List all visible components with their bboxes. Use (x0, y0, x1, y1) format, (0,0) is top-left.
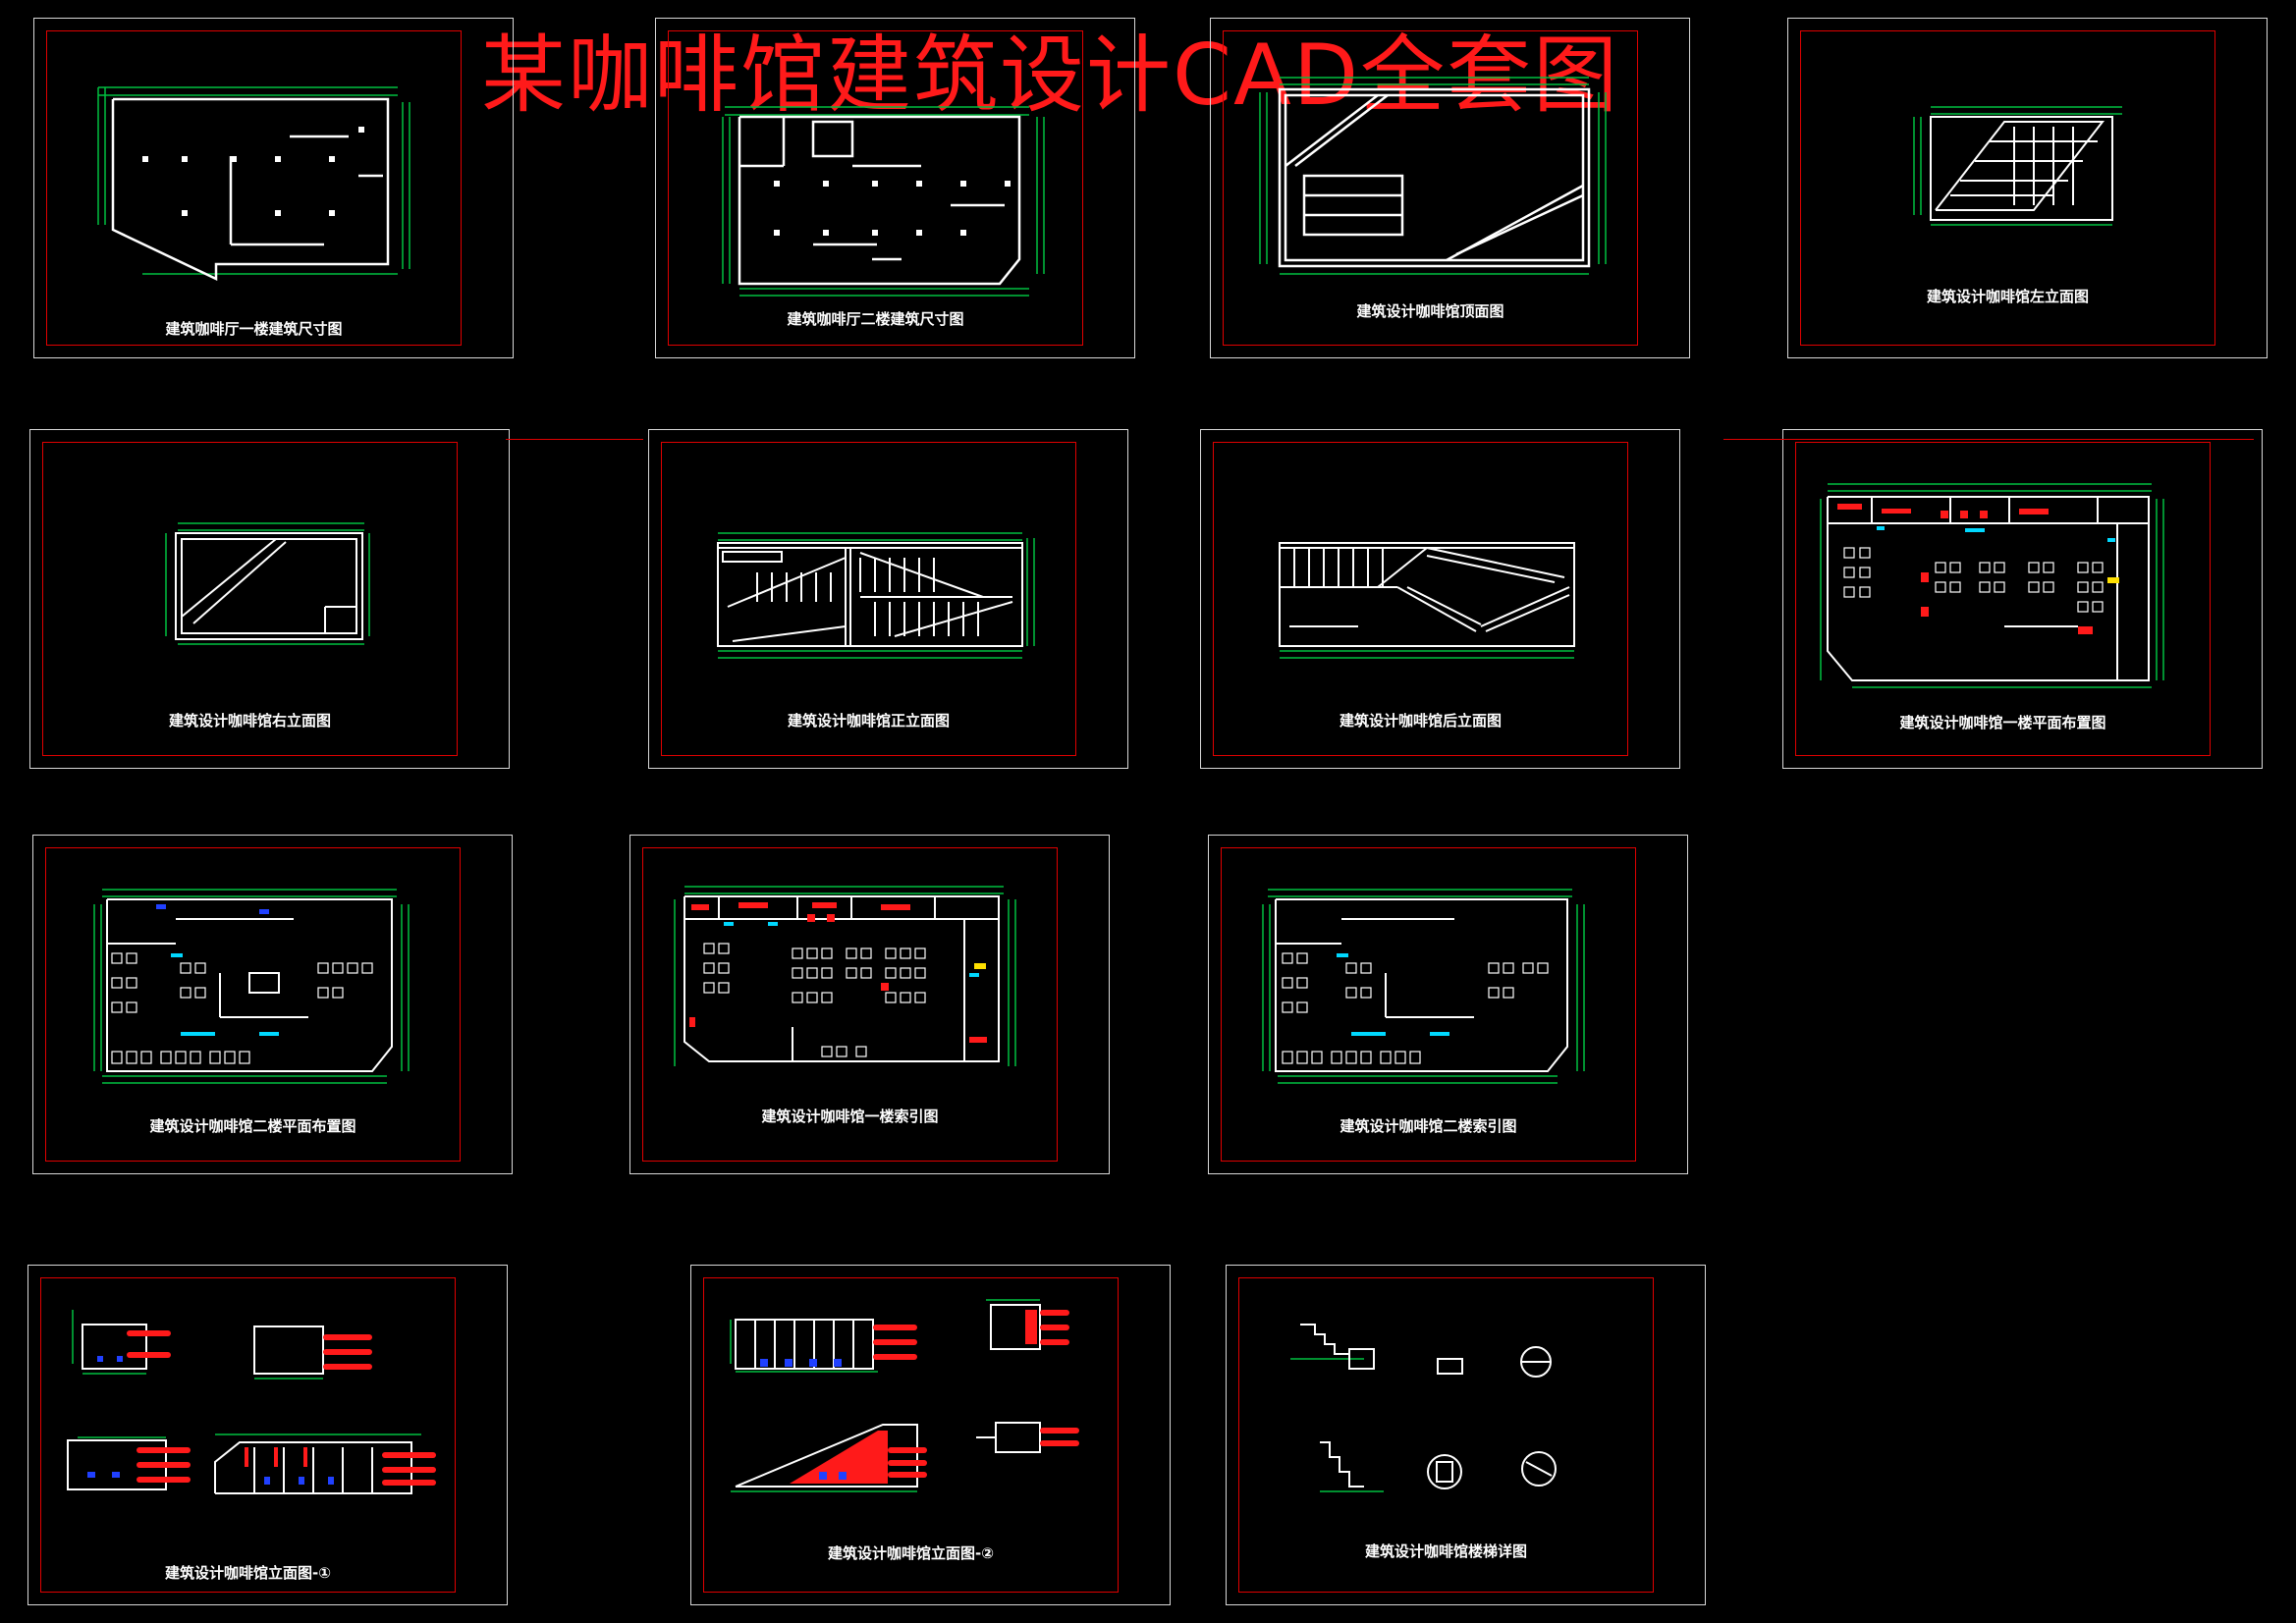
drawing-floor1-layout (1820, 483, 2164, 688)
drawing-right-elevation (165, 522, 370, 645)
sheet-border (703, 1277, 1119, 1593)
sheet-caption: 建筑设计咖啡馆楼梯详图 (1364, 1542, 1527, 1560)
drawing-floor2-dimensions (722, 106, 1045, 297)
sheet-floor1-index[interactable]: 建筑设计咖啡馆一楼索引图 (629, 835, 1110, 1174)
sheet-caption: 建筑设计咖啡馆顶面图 (1356, 302, 1504, 320)
sheet-border (45, 847, 461, 1162)
sheet-caption: 建筑咖啡厅二楼建筑尺寸图 (787, 310, 964, 328)
sheet-border (1795, 442, 2211, 756)
sheet-elevation-1[interactable]: 建筑设计咖啡馆立面图-① (27, 1265, 508, 1605)
page-title: 某咖啡馆建筑设计CAD全套图 (481, 27, 1620, 125)
sheet-border (668, 30, 1083, 346)
sheet-floor2-layout[interactable]: 建筑设计咖啡馆二楼平面布置图 (32, 835, 513, 1174)
drawing-left-elevation (1913, 106, 2122, 226)
sheet-border (42, 442, 458, 756)
sheet-caption: 建筑设计咖啡馆立面图-① (165, 1564, 331, 1582)
drawing-front-elevation (717, 532, 1035, 659)
sheet-border (642, 847, 1058, 1162)
drawing-floor2-layout (93, 889, 410, 1084)
sheet-caption: 建筑设计咖啡馆立面图-② (828, 1544, 994, 1562)
sheet-border (1238, 1277, 1654, 1593)
drawing-ceiling-plan (1259, 77, 1607, 275)
sheet-caption: 建筑设计咖啡馆一楼平面布置图 (1899, 714, 2106, 731)
sheet-border (1800, 30, 2215, 346)
sheet-border (661, 442, 1076, 756)
sheet-elevation-2[interactable]: 建筑设计咖啡馆立面图-② (690, 1265, 1171, 1605)
sheet-floor1-dimensions[interactable]: 建筑咖啡厅一楼建筑尺寸图 (33, 18, 514, 358)
frame-line (506, 439, 643, 440)
sheet-caption: 建筑设计咖啡馆左立面图 (1926, 288, 2089, 305)
sheet-caption: 建筑设计咖啡馆一楼索引图 (761, 1108, 939, 1125)
sheet-caption: 建筑设计咖啡馆后立面图 (1339, 712, 1502, 730)
sheet-floor1-layout[interactable]: 建筑设计咖啡馆一楼平面布置图 (1782, 429, 2263, 769)
drawing-stair-details (1290, 1324, 1557, 1492)
sheet-rear-elevation[interactable]: 建筑设计咖啡馆后立面图 (1200, 429, 1680, 769)
sheet-stair-details[interactable]: 建筑设计咖啡馆楼梯详图 (1226, 1265, 1706, 1605)
sheet-caption: 建筑设计咖啡馆正立面图 (787, 712, 950, 730)
drawing-elevation-1 (67, 1310, 436, 1494)
sheet-border (46, 30, 462, 346)
sheet-caption: 建筑设计咖啡馆二楼平面布置图 (149, 1117, 356, 1135)
drawing-floor2-index (1262, 889, 1585, 1084)
sheet-border (1221, 847, 1636, 1162)
drawing-rear-elevation (1279, 542, 1575, 659)
sheet-right-elevation[interactable]: 建筑设计咖啡馆右立面图 (29, 429, 510, 769)
sheet-front-elevation[interactable]: 建筑设计咖啡馆正立面图 (648, 429, 1128, 769)
sheet-caption: 建筑咖啡厅一楼建筑尺寸图 (165, 320, 343, 338)
sheet-floor2-dimensions[interactable]: 建筑咖啡厅二楼建筑尺寸图 (655, 18, 1135, 358)
sheet-border (1223, 30, 1638, 346)
drawing-floor1-dimensions (97, 86, 410, 281)
sheet-border (40, 1277, 456, 1593)
sheet-caption: 建筑设计咖啡馆右立面图 (168, 712, 331, 730)
sheet-left-elevation[interactable]: 建筑设计咖啡馆左立面图 (1787, 18, 2268, 358)
sheet-floor2-index[interactable]: 建筑设计咖啡馆二楼索引图 (1208, 835, 1688, 1174)
drawing-floor1-index (674, 886, 1016, 1066)
sheet-ceiling-plan[interactable]: 建筑设计咖啡馆顶面图 (1210, 18, 1690, 358)
frame-line (1723, 439, 2254, 440)
sheet-caption: 建筑设计咖啡馆二楼索引图 (1339, 1117, 1517, 1135)
drawing-elevation-2 (730, 1299, 1079, 1492)
sheet-border (1213, 442, 1628, 756)
